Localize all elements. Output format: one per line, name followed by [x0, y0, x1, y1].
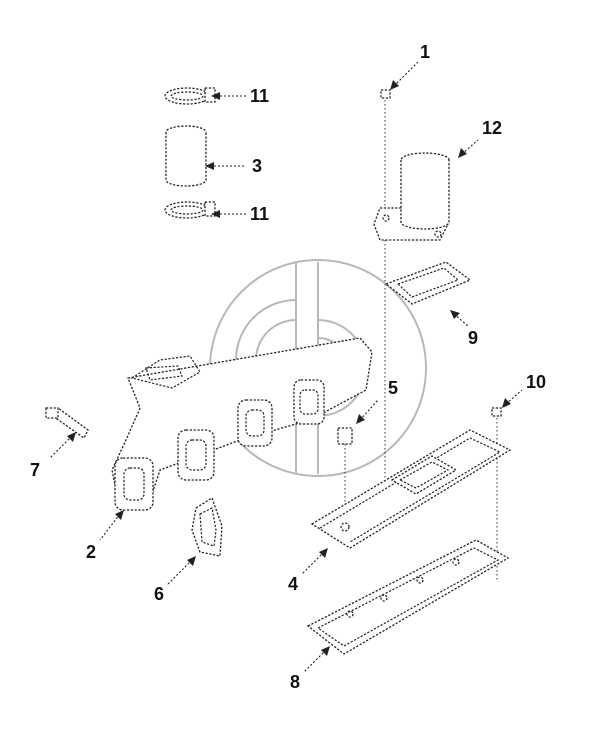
- callout-5: 5: [388, 378, 398, 398]
- callout-2: 2: [86, 542, 96, 562]
- clamp-bottom: [164, 201, 216, 219]
- leader-lines: [49, 61, 523, 673]
- gasket-6: [191, 497, 223, 557]
- callout-12: 12: [482, 118, 502, 138]
- callout-7: 7: [30, 460, 40, 480]
- callout-9: 9: [468, 328, 478, 348]
- callout-6: 6: [154, 584, 164, 604]
- outlet-elbow: [373, 152, 450, 241]
- callout-11-bottom: 11: [250, 204, 269, 224]
- callout-4: 4: [288, 574, 298, 594]
- screw-1: [380, 89, 391, 520]
- screw-10: [491, 407, 502, 580]
- fitting-5: [337, 427, 353, 520]
- callout-10: 10: [526, 372, 546, 392]
- callout-3: 3: [252, 156, 262, 176]
- callout-labels: 1 2 3 4 5 6 7 8 9 10 11 11 12: [30, 42, 546, 692]
- bolt-7: [45, 407, 89, 439]
- gasket-8: [306, 539, 510, 655]
- exhaust-manifold: [111, 337, 373, 511]
- gasket-9: [384, 261, 472, 305]
- clamp-top: [164, 87, 216, 105]
- callout-11-top: 11: [250, 86, 269, 106]
- hose-sleeve: [165, 125, 207, 187]
- cover-plate: [310, 429, 512, 549]
- callout-1: 1: [420, 42, 430, 62]
- callout-8: 8: [290, 672, 300, 692]
